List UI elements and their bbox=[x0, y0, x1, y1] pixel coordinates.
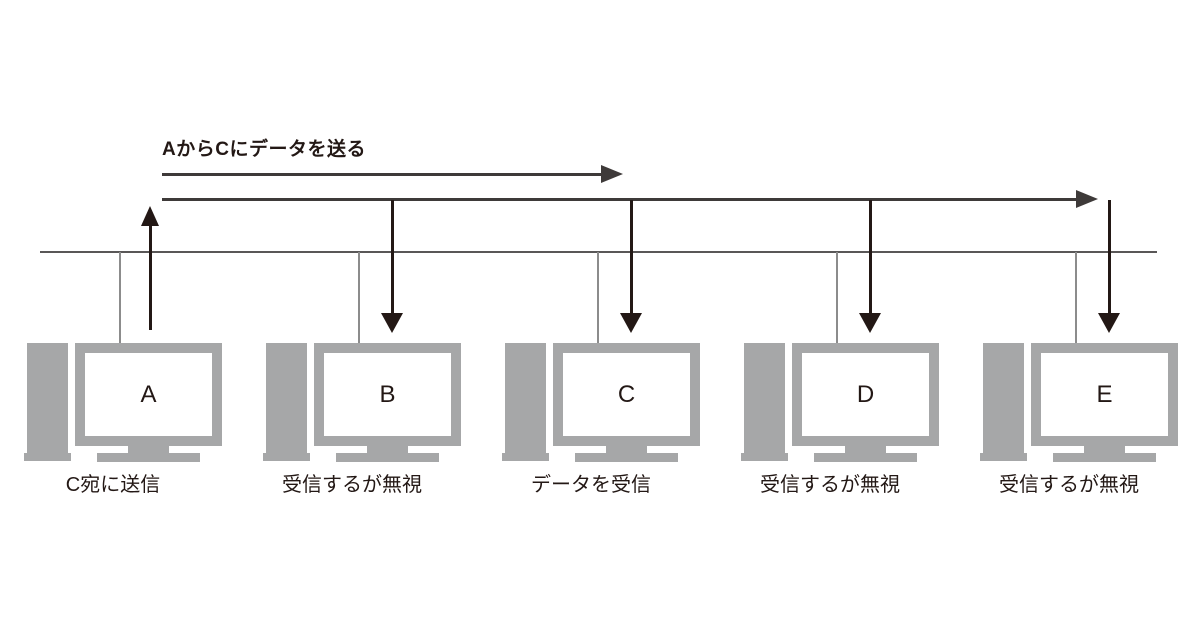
monitor-screen: B bbox=[324, 353, 451, 436]
computer-unit-e: E 受信するが無視 bbox=[980, 200, 1178, 503]
monitor-stand-neck bbox=[367, 446, 408, 453]
bus-drop-line bbox=[1075, 252, 1077, 343]
computer-unit-c: C データを受信 bbox=[502, 200, 700, 503]
monitor-label: E bbox=[1096, 380, 1113, 408]
monitor-stand-base bbox=[336, 453, 439, 462]
monitor-stand-neck bbox=[845, 446, 886, 453]
computer-tower-icon bbox=[744, 343, 785, 453]
unit-caption: データを受信 bbox=[531, 474, 651, 496]
up-arrow-line bbox=[149, 226, 152, 330]
computer-tower-icon bbox=[505, 343, 546, 453]
unit-caption: C宛に送信 bbox=[65, 474, 161, 496]
down-arrow-line bbox=[869, 200, 872, 313]
monitor-label: D bbox=[856, 380, 875, 408]
down-arrow-head bbox=[859, 313, 881, 333]
down-arrow-line bbox=[391, 200, 394, 313]
computer-tower-icon bbox=[266, 343, 307, 453]
down-arrow-line bbox=[630, 200, 633, 313]
monitor-icon: D bbox=[792, 343, 939, 446]
monitor-icon: B bbox=[314, 343, 461, 446]
computer-unit-b: B 受信するが無視 bbox=[263, 200, 461, 503]
down-arrow-head bbox=[1098, 313, 1120, 333]
monitor-screen: E bbox=[1041, 353, 1168, 436]
monitor-stand-base bbox=[1053, 453, 1156, 462]
computer-tower-foot bbox=[980, 453, 1027, 461]
broadcast-arrow-a-to-e-head bbox=[1076, 190, 1098, 208]
bus-drop-line bbox=[358, 252, 360, 343]
bus-drop-line bbox=[119, 252, 121, 343]
send-arrow-a-to-c-head bbox=[601, 165, 623, 183]
monitor-stand-base bbox=[97, 453, 200, 462]
monitor-label: C bbox=[617, 380, 636, 408]
monitor-stand-neck bbox=[128, 446, 169, 453]
computer-tower-foot bbox=[263, 453, 310, 461]
monitor-stand-base bbox=[575, 453, 678, 462]
send-arrow-a-to-c-line bbox=[162, 173, 601, 176]
unit-caption: 受信するが無視 bbox=[760, 474, 900, 496]
unit-caption: 受信するが無視 bbox=[282, 474, 422, 496]
monitor-screen: C bbox=[563, 353, 690, 436]
computer-tower-foot bbox=[502, 453, 549, 461]
bus-drop-line bbox=[836, 252, 838, 343]
computer-tower-foot bbox=[741, 453, 788, 461]
monitor-screen: D bbox=[802, 353, 929, 436]
monitor-icon: C bbox=[553, 343, 700, 446]
monitor-label: A bbox=[140, 380, 157, 408]
monitor-label: B bbox=[379, 380, 396, 408]
computer-tower-icon bbox=[27, 343, 68, 453]
unit-caption: 受信するが無視 bbox=[999, 474, 1139, 496]
computer-unit-a: A C宛に送信 bbox=[24, 206, 222, 503]
computer-tower-foot bbox=[24, 453, 71, 461]
down-arrow-head bbox=[620, 313, 642, 333]
down-arrow-head bbox=[381, 313, 403, 333]
monitor-icon: A bbox=[75, 343, 222, 446]
monitor-screen: A bbox=[85, 353, 212, 436]
monitor-stand-base bbox=[814, 453, 917, 462]
bus-drop-line bbox=[597, 252, 599, 343]
up-arrow-head bbox=[141, 206, 159, 226]
computer-tower-icon bbox=[983, 343, 1024, 453]
computer-unit-d: D 受信するが無視 bbox=[741, 200, 939, 503]
monitor-stand-neck bbox=[1084, 446, 1125, 453]
flow-title: AからCにデータを送る bbox=[162, 139, 366, 160]
broadcast-arrow-a-to-e-line bbox=[162, 198, 1076, 201]
monitor-stand-neck bbox=[606, 446, 647, 453]
down-arrow-line bbox=[1108, 200, 1111, 313]
monitor-icon: E bbox=[1031, 343, 1178, 446]
